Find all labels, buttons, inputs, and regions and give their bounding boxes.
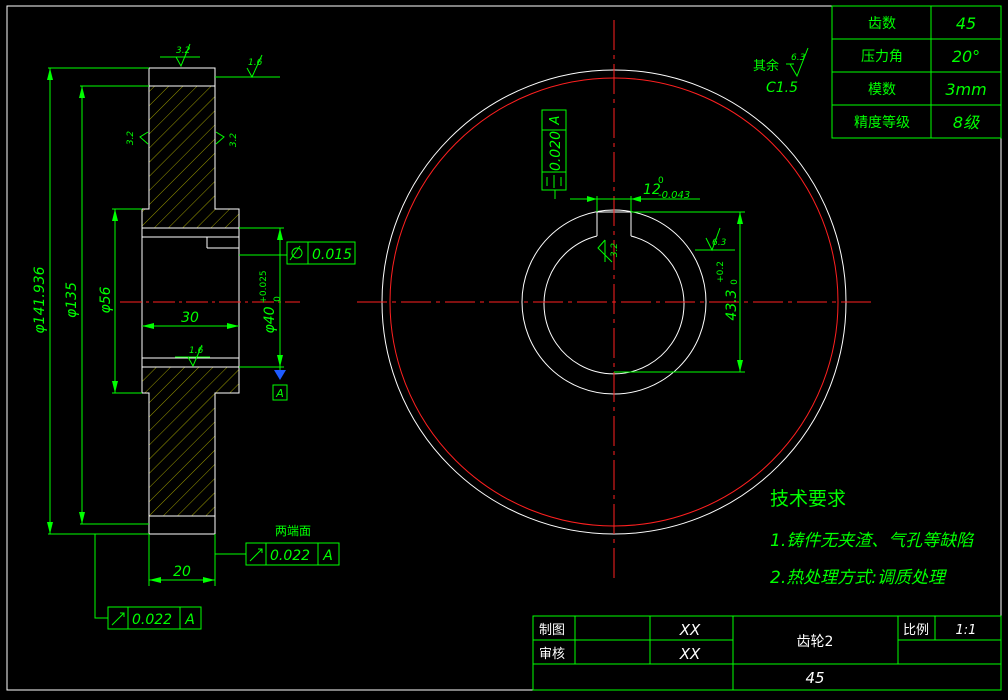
dim-hub-length: 30 [181,310,199,326]
table-value-module: 3mm [945,80,986,99]
runout-frame-1 [245,542,340,566]
table-label-accuracy: 精度等级 [854,114,910,131]
key-width-tol-lower: -0.043 [658,190,690,201]
runout-1-datum: A [322,548,333,564]
drawn-value: XX [679,621,701,639]
roughness-right: 3.2 [229,133,239,148]
symmetry-frame [541,109,567,191]
key-width: 12 [643,182,661,198]
drawn-label: 制图 [539,623,565,638]
roughness-keyway-2: 6.3 [712,238,727,248]
cylindricity-value: 0.015 [312,247,352,263]
checked-value: XX [679,645,701,663]
other-roughness-value: 6.3 [791,53,806,63]
table-value-accuracy: 8级 [953,113,980,132]
cylindricity-frame [286,241,356,265]
chamfer-note: C1.5 [766,80,798,96]
roughness-top: 3.2 [176,46,191,56]
dim-hub-diameter: φ56 [98,286,114,313]
other-roughness-label: 其余 [753,58,779,74]
technical-requirements: 技术要求 1.铸件无夹渣、气孔等缺陷 2.热处理方式:调质处理 [770,488,975,588]
keyway-depth-tol-upper: +0.2 [716,261,726,283]
cylindricity-icon [291,247,303,259]
scale-label: 比例 [903,623,929,638]
dim-outer-diameter: φ141.936 [32,266,48,333]
datum-label: A [275,387,284,400]
symmetry-icon [546,175,562,188]
checked-label: 审核 [539,647,565,662]
roughness-left: 3.2 [126,131,136,146]
runout-2-datum: A [184,612,195,628]
datum-triangle-icon [274,370,286,380]
end-view: 12 0 -0.043 0.020 A 3.2 6.3 43.3 +0.2 0 [357,20,873,578]
material: 45 [805,669,824,687]
other-roughness-note: 其余 6.3 C1.5 [753,47,809,96]
key-width-tol-upper: 0 [658,176,664,186]
runout-1-value: 0.022 [270,548,310,564]
bore-tolerance-lower: 0 [273,296,283,302]
requirements-title: 技术要求 [770,488,846,510]
table-label-teeth: 齿数 [868,16,896,32]
section-view: φ141.936 φ135 φ56 φ40 +0.025 0 30 20 [32,43,356,630]
roughness-bore: 1.6 [189,346,204,356]
drawing-border [6,5,1002,691]
runout-arrow-icon-2 [111,612,125,626]
roughness-keyway: 3.2 [610,243,620,258]
dim-pitch-diameter: φ135 [64,282,80,318]
requirements-item-2: 2.热处理方式:调质处理 [770,568,947,588]
keyway-depth-tol-lower: 0 [730,279,740,285]
bore-tolerance-upper: +0.025 [259,270,269,303]
requirements-item-1: 1.铸件无夹渣、气孔等缺陷 [770,531,975,551]
scale-value: 1:1 [956,623,977,638]
symmetry-value: 0.020 [548,131,564,171]
runout-2-value: 0.022 [132,612,172,628]
runout-frame-2 [107,606,202,630]
table-value-teeth: 45 [956,14,976,33]
both-faces-label: 两端面 [275,524,311,538]
part-name: 齿轮2 [797,634,834,650]
table-label-module: 模数 [868,82,896,98]
runout-arrow-icon [249,548,263,562]
title-block: 制图 XX 审核 XX 齿轮2 比例 1:1 45 [532,615,1002,691]
keyway-depth: 43.3 [724,289,740,320]
symmetry-datum: A [548,116,563,126]
gear-parameter-table: 齿数 45 压力角 20° 模数 3mm 精度等级 8级 [831,5,1002,139]
dim-tooth-width: 20 [173,564,191,580]
table-value-pressure-angle: 20° [952,47,980,66]
dim-bore-diameter: φ40 [262,306,278,333]
roughness-top-right: 1.6 [248,58,263,68]
table-label-pressure-angle: 压力角 [861,49,903,65]
